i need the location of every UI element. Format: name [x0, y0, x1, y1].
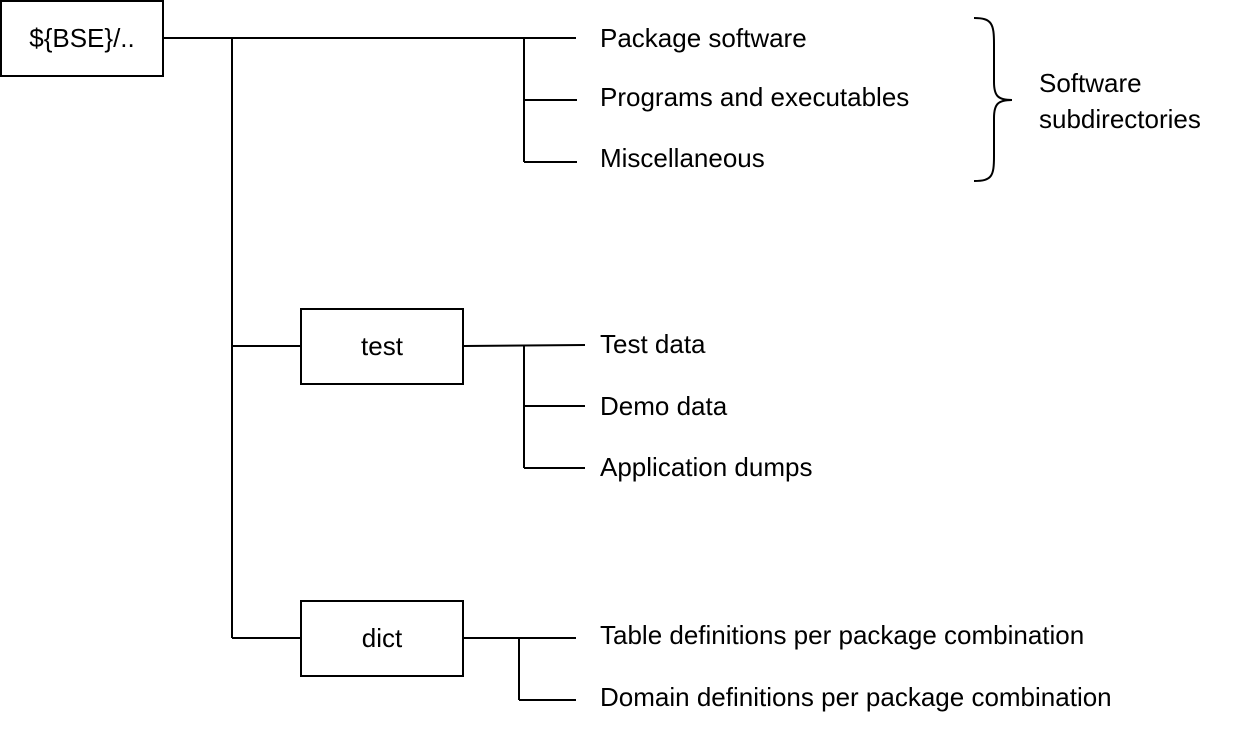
- test-directory-label: test: [361, 331, 403, 361]
- dict-item-table-definitions: Table definitions per package combinatio…: [600, 620, 1085, 650]
- root-directory-box: ${BSE}/..: [0, 0, 164, 77]
- software-item-package: Package software: [600, 23, 807, 53]
- software-group-label-line2: subdirectories: [1039, 104, 1201, 134]
- dict-item-domain-definitions: Domain definitions per package combinati…: [600, 682, 1112, 712]
- test-item-demo-data: Demo data: [600, 391, 728, 421]
- dict-directory-box: dict: [300, 600, 464, 677]
- curly-brace: [973, 17, 1013, 182]
- software-item-programs: Programs and executables: [600, 82, 910, 112]
- software-group-label-line1: Software: [1039, 68, 1142, 98]
- root-directory-label: ${BSE}/..: [29, 23, 135, 53]
- test-item-application-dumps: Application dumps: [600, 452, 813, 482]
- connector-test-out: [463, 344, 586, 347]
- test-directory-box: test: [300, 308, 464, 385]
- test-item-test-data: Test data: [600, 329, 706, 359]
- software-item-misc: Miscellaneous: [600, 143, 765, 173]
- dict-directory-label: dict: [361, 623, 403, 653]
